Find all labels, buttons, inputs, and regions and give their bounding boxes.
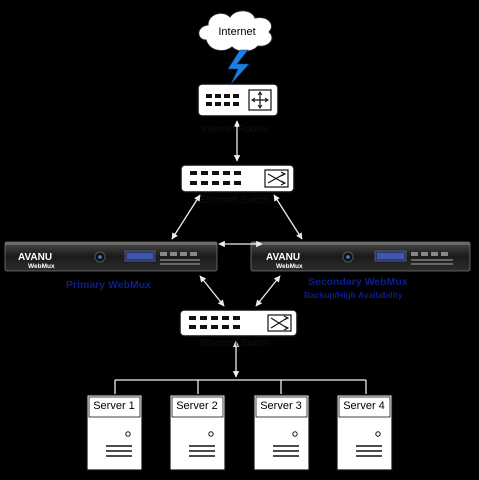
- ethernet-switch-top-icon: [180, 164, 295, 193]
- secondary-webmux-label: Secondary WebMux: [308, 276, 408, 288]
- ethernet-switch-bottom-icon: [179, 309, 298, 337]
- server-4-icon: [336, 394, 393, 471]
- primary-model-text: WebMux: [28, 263, 55, 270]
- server-4-label: Server 4: [343, 400, 385, 412]
- internet-cloud-icon: [198, 10, 273, 52]
- server-1-label: Server 1: [93, 400, 135, 412]
- lightning-bolt-icon: [227, 49, 250, 85]
- server-3-icon: [253, 394, 310, 471]
- secondary-switch-link: [255, 275, 281, 307]
- primary-switch-link: [199, 275, 225, 307]
- secondary-webmux-appliance: [250, 241, 471, 272]
- primary-webmux-label: Primary WebMux: [66, 279, 151, 291]
- router-label: Internet Router: [201, 124, 269, 135]
- server-2-icon: [169, 394, 226, 471]
- primary-brand-text: AVANU: [18, 252, 52, 263]
- server-3-label: Server 3: [260, 400, 302, 412]
- primary-webmux-appliance: [4, 241, 218, 272]
- secondary-model-text: WebMux: [276, 263, 303, 270]
- internet-label: Internet: [218, 26, 256, 38]
- router-icon: [197, 83, 279, 117]
- server-bus: [114, 379, 367, 394]
- switch-primary-link: [171, 194, 201, 240]
- server-1-icon: [86, 394, 143, 471]
- secondary-brand-text: AVANU: [266, 252, 300, 263]
- switch-bottom-label: Ethernet Switch: [199, 338, 271, 349]
- server-2-label: Server 2: [176, 400, 218, 412]
- switch-top-label: Ethernet Switch: [199, 195, 271, 206]
- secondary-webmux-sublabel: Backup/High Availability: [304, 290, 403, 300]
- switch-secondary-link: [273, 194, 303, 240]
- connections: [171, 120, 303, 378]
